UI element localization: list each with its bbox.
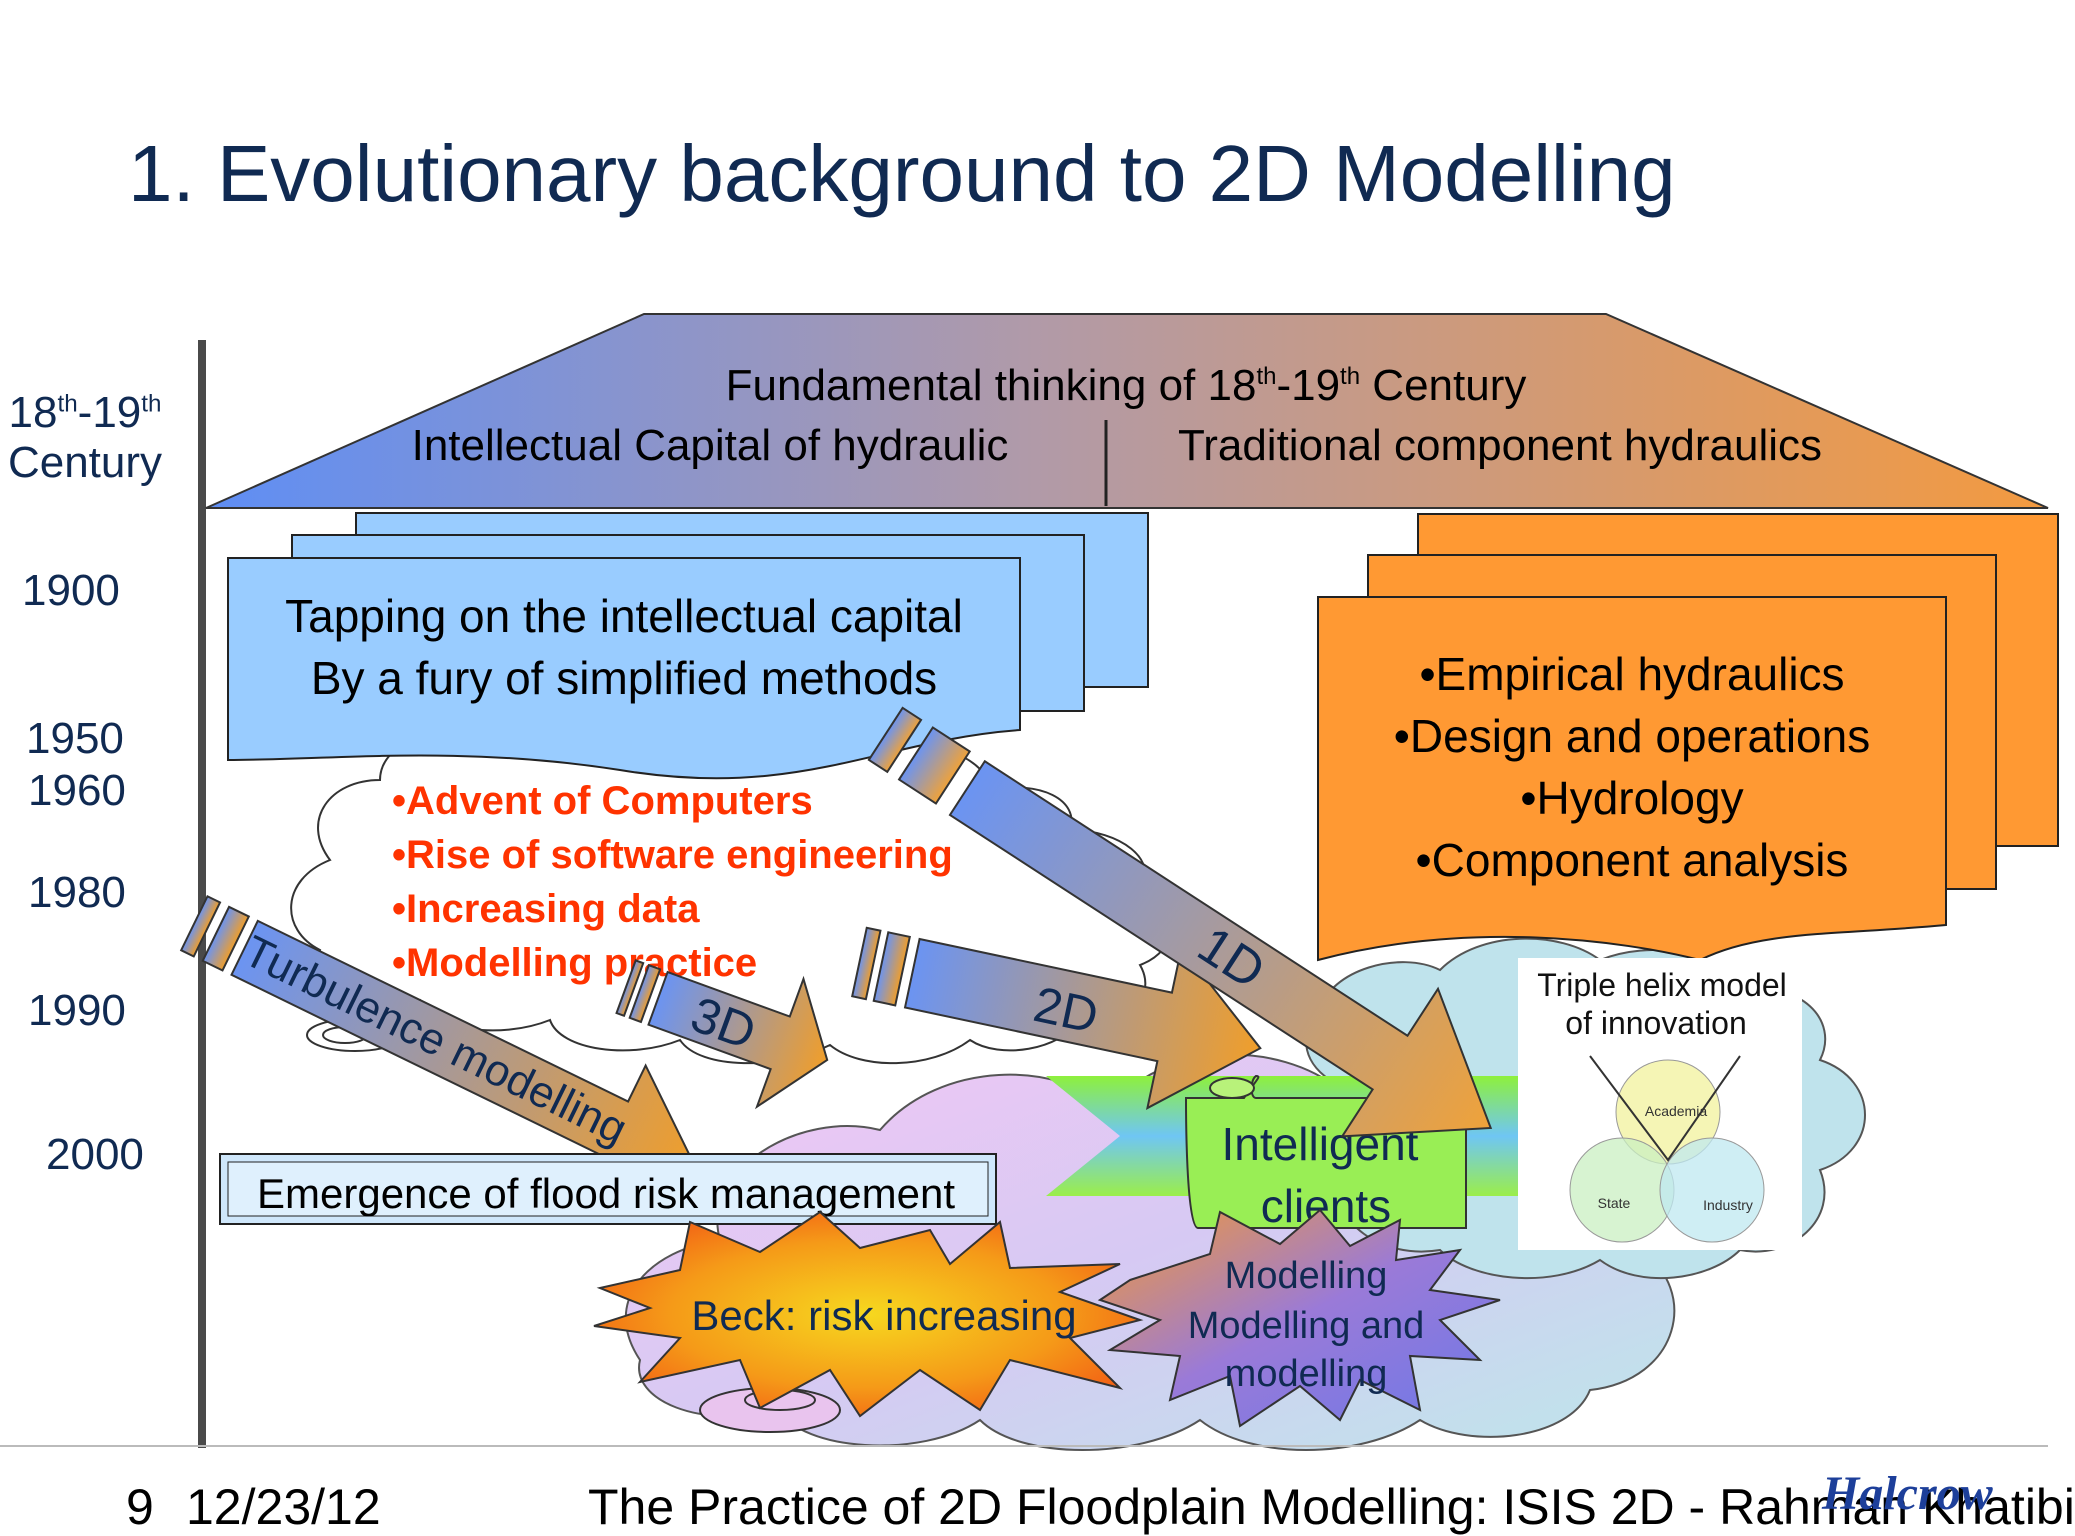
helix-circle-academia: Academia: [1645, 1103, 1707, 1119]
2d-label: 2D: [1029, 976, 1103, 1044]
modelling-line3: modelling: [1225, 1353, 1388, 1395]
year-2000: 2000: [46, 1130, 144, 1179]
flood-box-inner: [227, 1161, 989, 1217]
year-1980: 1980: [28, 868, 126, 917]
scroll-curl: [1209, 1077, 1255, 1099]
year-1900: 1900: [22, 566, 120, 615]
footer-text: The Practice of 2D Floodplain Modelling:…: [588, 1479, 2075, 1535]
slide-title: 1. Evolutionary background to 2D Modelli…: [128, 129, 1676, 218]
year-1960: 1960: [28, 766, 126, 815]
orange-item-3: •Hydrology: [1520, 772, 1743, 824]
roof-left-label: Intellectual Capital of hydraulic: [412, 421, 1009, 470]
2d-arrow: 2D: [851, 926, 1262, 1110]
cloud-bullet-2: •Rise of software engineering: [392, 833, 953, 877]
footer-date: 12/23/12: [186, 1479, 381, 1535]
helix-circle-state: State: [1598, 1195, 1631, 1211]
year-1990: 1990: [28, 986, 126, 1035]
cloud-bullet-3: •Increasing data: [392, 887, 700, 931]
1d-arrow: 1D: [867, 706, 1493, 1138]
modelling-starburst: [1097, 1208, 1501, 1428]
cloud-bullet-4: •Modelling practice: [392, 941, 757, 985]
flood-box-label: Emergence of flood risk management: [257, 1170, 955, 1217]
cloud-bullet-1: •Advent of Computers: [392, 779, 813, 823]
helix-circle-industry: Industry: [1703, 1197, 1753, 1213]
orange-item-4: •Component analysis: [1416, 834, 1849, 886]
modelling-line2: Modelling and: [1188, 1305, 1425, 1347]
helix-title-1: Triple helix model: [1537, 967, 1787, 1003]
blue-box-line1: Tapping on the intellectual capital: [285, 590, 963, 642]
orange-item-1: •Empirical hydraulics: [1419, 648, 1844, 700]
helix-title-2: of innovation: [1565, 1005, 1746, 1041]
triple-helix-figure: Triple helix model of innovation Academi…: [1518, 958, 1802, 1250]
beck-starburst: [593, 1210, 1144, 1418]
footer-page-number: 9: [126, 1479, 154, 1535]
beck-label: Beck: risk increasing: [691, 1292, 1076, 1339]
orange-item-2: •Design and operations: [1394, 710, 1870, 762]
modelling-line1: Modelling: [1225, 1255, 1388, 1297]
roof-right-label: Traditional component hydraulics: [1178, 421, 1822, 470]
timeline-bar: [198, 340, 206, 1448]
roof-shape: [205, 313, 2049, 509]
year-1950: 1950: [26, 714, 124, 763]
halcrow-logo: Halcrow: [1822, 1467, 1993, 1520]
blue-box-line2: By a fury of simplified methods: [311, 652, 937, 704]
timeline-top-label: 18th-19th Century: [7, 388, 163, 487]
roof-title: Fundamental thinking of 18th-19th Centur…: [726, 361, 1527, 410]
